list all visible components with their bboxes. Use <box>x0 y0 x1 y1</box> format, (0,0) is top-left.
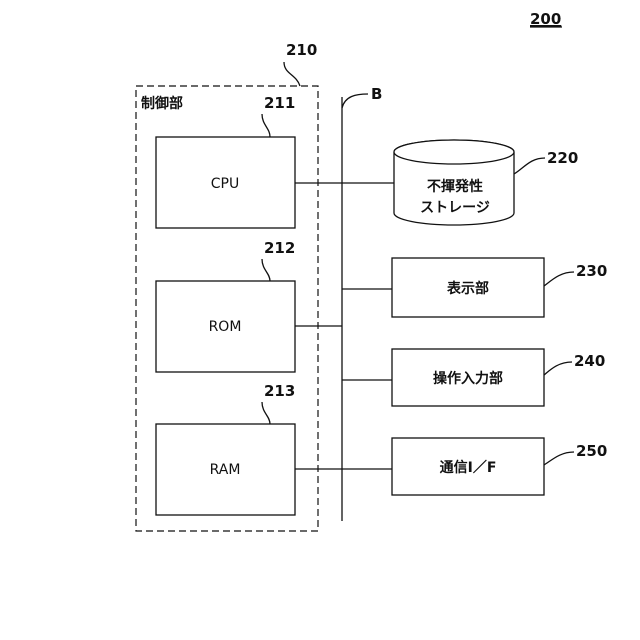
bus-label: B <box>371 85 382 103</box>
input-label: 操作入力部 <box>433 370 503 387</box>
display-label: 表示部 <box>446 280 489 297</box>
comm-label: 通信I／F <box>440 459 497 476</box>
figure-number: 200 <box>530 10 561 28</box>
input-leader <box>544 362 572 375</box>
storage-leader <box>514 158 545 174</box>
rom-ref: 212 <box>264 239 295 257</box>
display-ref: 230 <box>576 262 607 280</box>
comm-ref: 250 <box>576 442 607 460</box>
ram-label: RAM <box>210 462 241 478</box>
storage-label-line2: ストレージ <box>420 200 490 216</box>
cpu-ref: 211 <box>264 94 295 112</box>
control-unit-label: 制御部 <box>141 95 183 112</box>
input-ref: 240 <box>574 352 605 370</box>
control-unit-leader <box>284 62 300 86</box>
ram-leader <box>262 402 270 424</box>
ram-ref: 213 <box>264 382 295 400</box>
bus-leader <box>342 94 368 108</box>
storage-ref: 220 <box>547 149 578 167</box>
rom-leader <box>262 259 270 281</box>
storage-label-line1: 不揮発性 <box>427 178 483 195</box>
rom-label: ROM <box>209 319 242 335</box>
control-unit-ref: 210 <box>286 41 317 59</box>
comm-leader <box>544 452 574 465</box>
cpu-leader <box>262 114 270 137</box>
cpu-label: CPU <box>211 176 239 192</box>
display-leader <box>544 272 574 286</box>
storage-cylinder-top <box>394 140 514 164</box>
